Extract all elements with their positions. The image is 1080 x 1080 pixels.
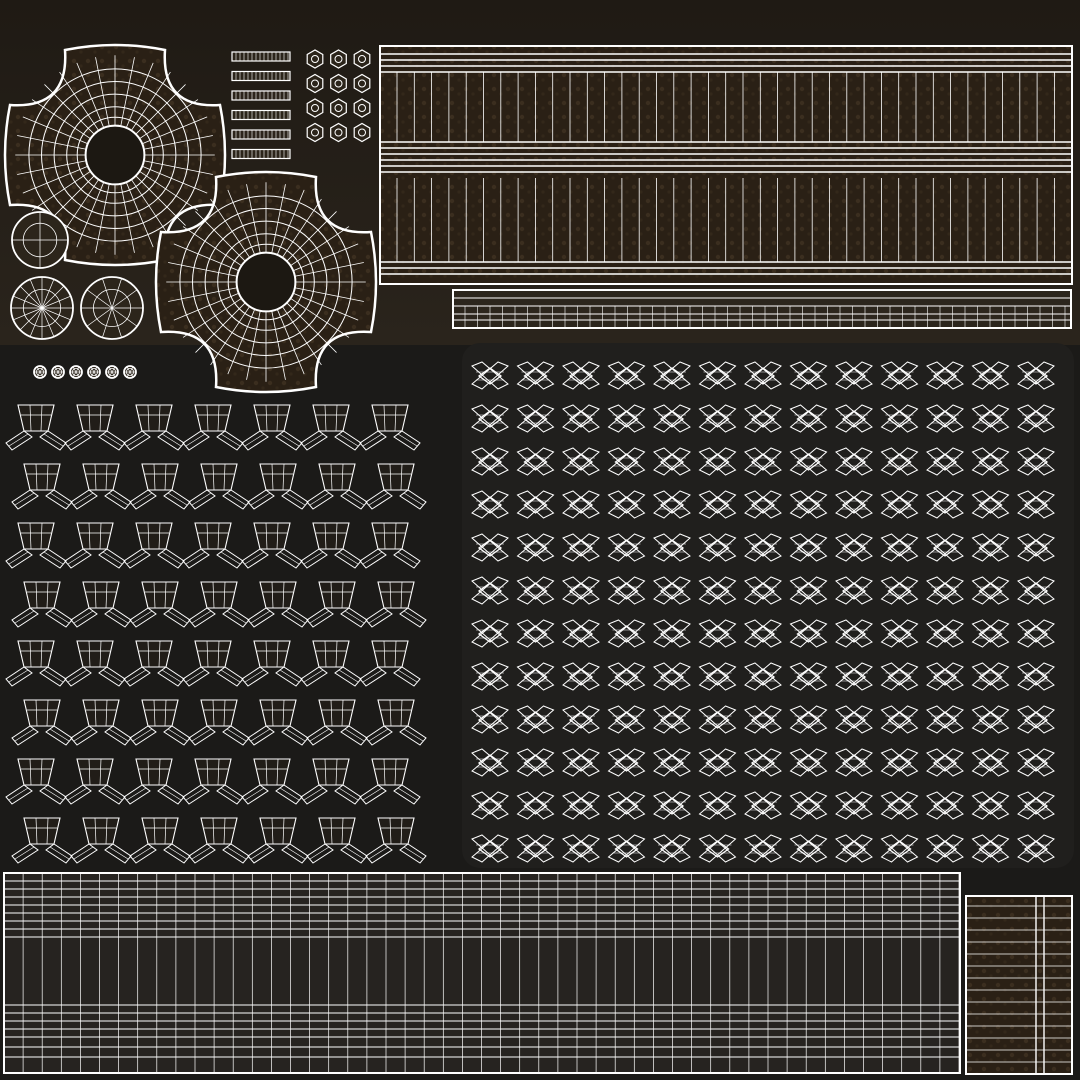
nut-hexes [306,49,371,143]
chain-region-shade [462,343,1074,868]
pipe-band-strip [452,289,1072,329]
pipe-band-bottom [3,872,961,1074]
hub-plate-left [3,43,227,267]
pipe-band-top [379,45,1073,285]
small-discs [10,211,144,379]
bolt-strips [231,51,291,160]
clamp-grid [5,404,427,864]
chain-link-grid [471,361,1055,863]
hub-plate-right [154,170,378,394]
end-cap-block [965,895,1073,1075]
